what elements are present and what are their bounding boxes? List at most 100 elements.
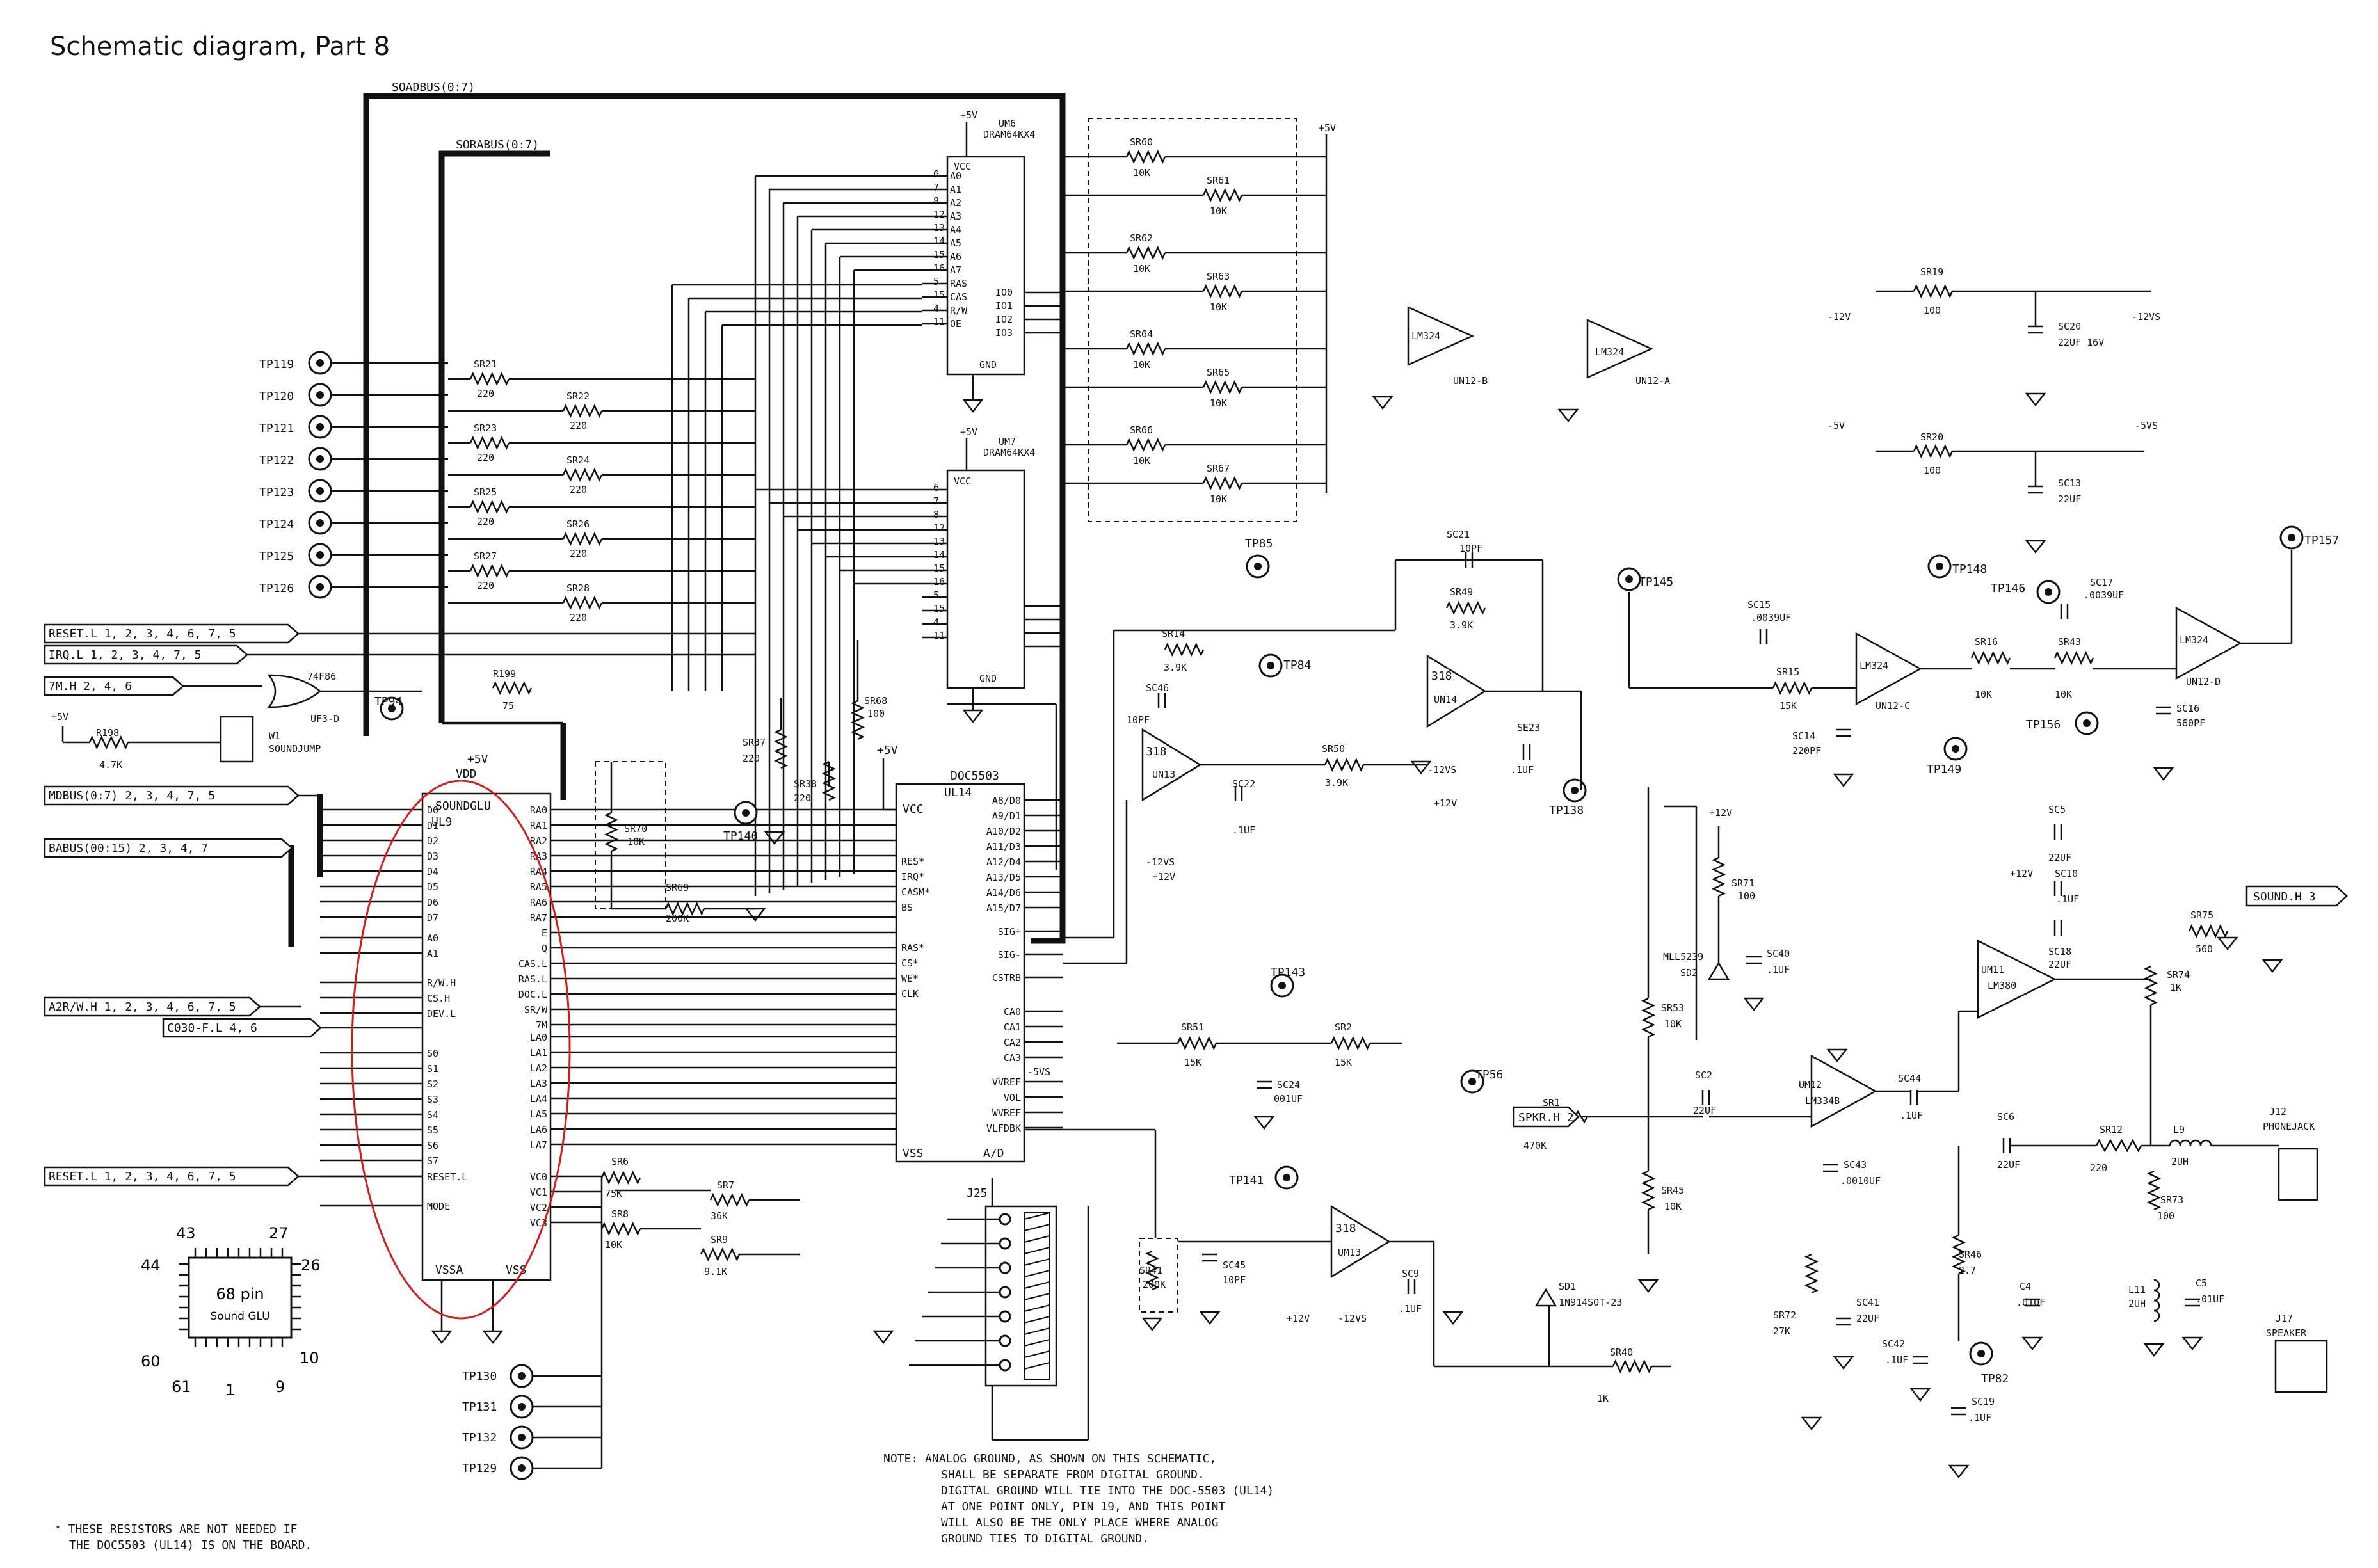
offpage-babus: BABUS(00:15) 2, 3, 4, 7 [44,838,293,858]
testpoint-tp84-label: TP84 [1283,659,1311,672]
sr71-pwr: +12V [1709,807,1732,819]
glu-pin-la0: LA0 [530,1032,547,1043]
value-sc42: .1UF [1885,1354,1908,1366]
value-sr70: 10K [627,836,645,847]
un12a-ref: UN12-A [1635,375,1670,387]
value-sr2: 15K [1335,1057,1352,1068]
ground-symbol [744,908,766,922]
um6-pin-io0: IO0 [995,287,1013,298]
resistor-sr60 [1125,150,1166,164]
um11-ref: UM11 [1981,964,2004,975]
glu-pin-la7: LA7 [530,1139,547,1151]
note-line-2: SHALL BE SEPARATE FROM DIGITAL GROUND. [941,1468,1205,1482]
um6-pin-num: 16 [933,262,945,274]
label-sc19: SC19 [1972,1396,1995,1407]
value-sc24: 001UF [1274,1093,1303,1105]
um11-pwr: +12V [2010,868,2033,879]
capacitor-sc24 [1257,1080,1272,1089]
un13-part: 318 [1146,745,1167,758]
um6-vcc: VCC [954,161,971,172]
um7-gnd: GND [979,673,997,684]
label-j17: J17 [2276,1313,2293,1324]
label-sr41: SR41 [1139,1265,1162,1276]
value-sr75: 560 [2196,943,2213,955]
capacitor-sc14 [1836,728,1851,737]
resistor-sr24 [562,468,603,482]
label-sd1: SD1 [1559,1281,1576,1292]
label-sr23: SR23 [474,422,497,434]
testpoint-tp130-label: TP130 [462,1370,497,1383]
note-line-3: DIGITAL GROUND WILL TIE INTO THE DOC-550… [941,1484,1274,1498]
glu-pin-7m: 7M [536,1020,547,1031]
ground-symbol [431,1330,453,1345]
ground-note: NOTE: ANALOG GROUND, AS SHOWN ON THIS SC… [883,1452,1274,1546]
glu-pin-s5: S5 [427,1124,438,1136]
testpoint-tp140-label: TP140 [723,829,758,843]
uf3-part: 74F86 [307,671,336,682]
inductor-l11 [2153,1279,2160,1322]
ul9-pwr: +5V [467,753,488,766]
resistor-sr45 [1641,1170,1655,1211]
un14-part: 318 [1431,669,1452,683]
doc-pin-ca1: CA1 [1004,1021,1021,1033]
value-sr22: 220 [570,420,587,431]
um6-gnd: GND [979,359,997,371]
glu-package-drawing: 68 pin Sound GLU 43 27 44 26 60 10 61 1 … [141,1224,321,1399]
capacitor-sc13 [2028,485,2043,494]
label-sr61: SR61 [1207,175,1230,186]
testpoint-tp82: TP82 [1969,1341,2009,1386]
resistor-sr70 [604,812,618,852]
offpage-7mh: 7M.H 2, 4, 6 [44,676,184,696]
un13-vpos: +12V [1152,871,1175,883]
sorabus-label: SORABUS(0:7) [456,138,539,152]
value-sr20: 100 [1924,465,1941,476]
doc-pin-vlfdbk: VLFDBK [986,1123,1021,1134]
label-sr67: SR67 [1207,463,1230,474]
doc-pin-ca0: CA0 [1004,1006,1021,1018]
resistor-sr20 [1913,444,1954,458]
inductor-coil [2169,1139,2212,1146]
glu-pin-d2: D2 [427,835,438,847]
value-l11: 2UH [2128,1298,2146,1309]
ground-symbol [872,1330,894,1345]
um6-pin-io1: IO1 [995,300,1013,312]
glu-pin-s0: S0 [427,1048,438,1059]
label-sr63: SR63 [1207,271,1230,282]
capacitor-sc42 [1913,1356,1928,1364]
capacitor-c4 [2025,1298,2040,1307]
resistor-sr6 [600,1171,641,1185]
label-sc44: SC44 [1898,1073,1921,1084]
testpoint-tp123: TP123 [259,479,332,503]
resistor-sr14 [1164,643,1205,657]
ground-symbol [2262,959,2283,973]
resistor-sr25 [469,500,510,514]
value-sr45: 10K [1664,1201,1682,1212]
ground-symbol [1826,1048,1848,1063]
un12b-ref: UN12-B [1453,375,1488,387]
value-sc10: .1UF [2056,893,2079,905]
testpoint-tp120: TP120 [259,383,332,407]
value-sr14: 3.9K [1164,662,1187,673]
resistor-sr16 [1970,651,2011,665]
testpoint-tp125-label: TP125 [259,550,294,563]
um6-pin-num: 11 [933,316,945,328]
offpage-spkr-label: SPKR.H 2 [1518,1111,1574,1124]
um7-pin-num: 6 [933,482,939,493]
um7-pin-num: 15 [933,563,945,574]
resistor-sr40 [1612,1359,1653,1373]
resistor-sr12 [2095,1139,2142,1153]
un14-vneg: -12VS [1427,764,1456,776]
glu-pin-d7: D7 [427,912,438,924]
value-sr65: 10K [1210,397,1227,409]
testpoint-tp148-label: TP148 [1952,563,1987,576]
label-sr28: SR28 [566,582,590,594]
offpage-a2rw: A2R/W.H 1, 2, 3, 4, 6, 7, 5 [44,996,261,1017]
glu-pin-vc0: VC0 [530,1171,547,1183]
value-sr46: 2.7 [1959,1265,1976,1276]
resistor-sr7 [709,1193,750,1207]
pkg-pin-27: 27 [269,1224,289,1242]
resistor-sr73 [2147,1170,2161,1211]
doc-pin-ca2: CA2 [1004,1037,1021,1048]
testpoint-tp132: TP132 [462,1425,534,1450]
pkg-pin-60: 60 [141,1352,161,1370]
